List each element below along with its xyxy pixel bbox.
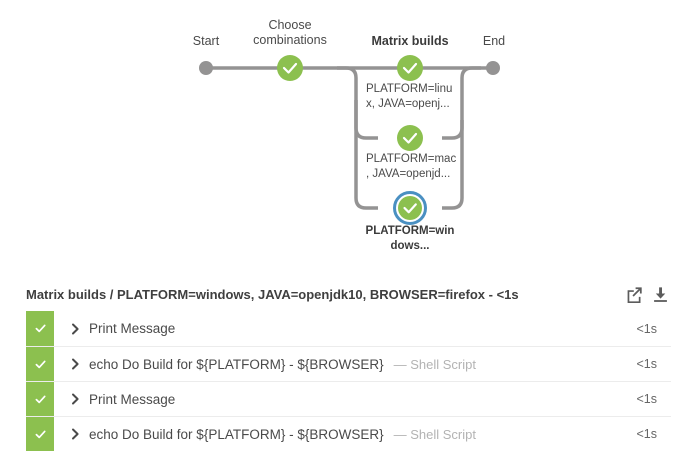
edge-fanin-branch-3	[442, 120, 464, 210]
chevron-right-icon[interactable]	[66, 358, 84, 370]
check-icon	[35, 395, 46, 403]
step-status-success	[26, 417, 54, 451]
node-start[interactable]	[199, 61, 213, 75]
edge-fanout-branch-3	[354, 100, 378, 210]
step-status-success	[26, 311, 54, 346]
selection-ring	[393, 191, 427, 225]
step-row[interactable]: echo Do Build for ${PLATFORM} - ${BROWSE…	[26, 346, 671, 381]
chevron-right-icon[interactable]	[66, 393, 84, 405]
step-row[interactable]: echo Do Build for ${PLATFORM} - ${BROWSE…	[26, 416, 671, 451]
step-status-success	[26, 382, 54, 416]
check-icon	[35, 360, 46, 368]
step-subtitle: — Shell Script	[393, 356, 476, 372]
chevron-right-icon[interactable]	[66, 428, 84, 440]
check-icon	[402, 62, 418, 74]
step-subtitle: — Shell Script	[393, 426, 476, 442]
step-body[interactable]: echo Do Build for ${PLATFORM} - ${BROWSE…	[54, 347, 636, 381]
check-icon	[403, 203, 417, 214]
step-title: echo Do Build for ${PLATFORM} - ${BROWSE…	[89, 426, 384, 442]
open-in-new-window-icon[interactable]	[621, 282, 647, 308]
step-body[interactable]: echo Do Build for ${PLATFORM} - ${BROWSE…	[54, 417, 636, 451]
node-matrix-builds[interactable]	[397, 55, 423, 81]
check-icon	[35, 324, 46, 333]
stage-label-choose-combinations[interactable]: Choose combinations	[253, 18, 327, 47]
check-icon	[282, 62, 298, 74]
branch-label-windows[interactable]: PLATFORM=win dows...	[365, 225, 455, 252]
step-title: Print Message	[89, 391, 176, 407]
pipeline-graph: Start Choose combinations Matrix builds …	[192, 18, 506, 252]
check-icon	[402, 132, 418, 144]
result-header: Matrix builds / PLATFORM=windows, JAVA=o…	[0, 278, 695, 311]
node-choose-combinations[interactable]	[277, 55, 303, 81]
step-row[interactable]: Print Message <1s	[26, 381, 671, 416]
stage-label-start[interactable]: Start	[192, 34, 220, 48]
node-branch-mac[interactable]	[397, 125, 423, 151]
branch-label-mac[interactable]: PLATFORM=mac , JAVA=openjd...	[366, 153, 457, 180]
step-title: Print Message	[89, 321, 176, 336]
step-body[interactable]: Print Message	[54, 311, 636, 346]
stage-label-matrix-builds[interactable]: Matrix builds	[371, 34, 449, 48]
check-icon	[35, 430, 46, 438]
step-duration: <1s	[636, 427, 657, 441]
step-row[interactable]: Print Message <1s	[26, 311, 671, 346]
branch-label-linux[interactable]: PLATFORM=linu x, JAVA=openj...	[366, 83, 453, 110]
step-duration: <1s	[636, 357, 657, 371]
node-end[interactable]	[486, 61, 500, 75]
download-log-icon[interactable]	[647, 282, 673, 308]
stage-label-end[interactable]: End	[482, 34, 506, 48]
step-title: echo Do Build for ${PLATFORM} - ${BROWSE…	[89, 356, 384, 372]
edge-fanin-branch-2	[442, 66, 481, 140]
step-duration: <1s	[636, 392, 657, 406]
step-body[interactable]: Print Message	[54, 382, 636, 416]
pipeline-graph-canvas	[199, 55, 500, 225]
step-duration: <1s	[636, 321, 657, 336]
chevron-right-icon[interactable]	[66, 323, 84, 335]
steps-list: Print Message <1s echo Do Build for ${PL…	[26, 311, 671, 451]
result-title: Matrix builds / PLATFORM=windows, JAVA=o…	[26, 287, 519, 302]
step-status-success	[26, 347, 54, 381]
node-branch-windows-selected[interactable]	[393, 191, 427, 225]
